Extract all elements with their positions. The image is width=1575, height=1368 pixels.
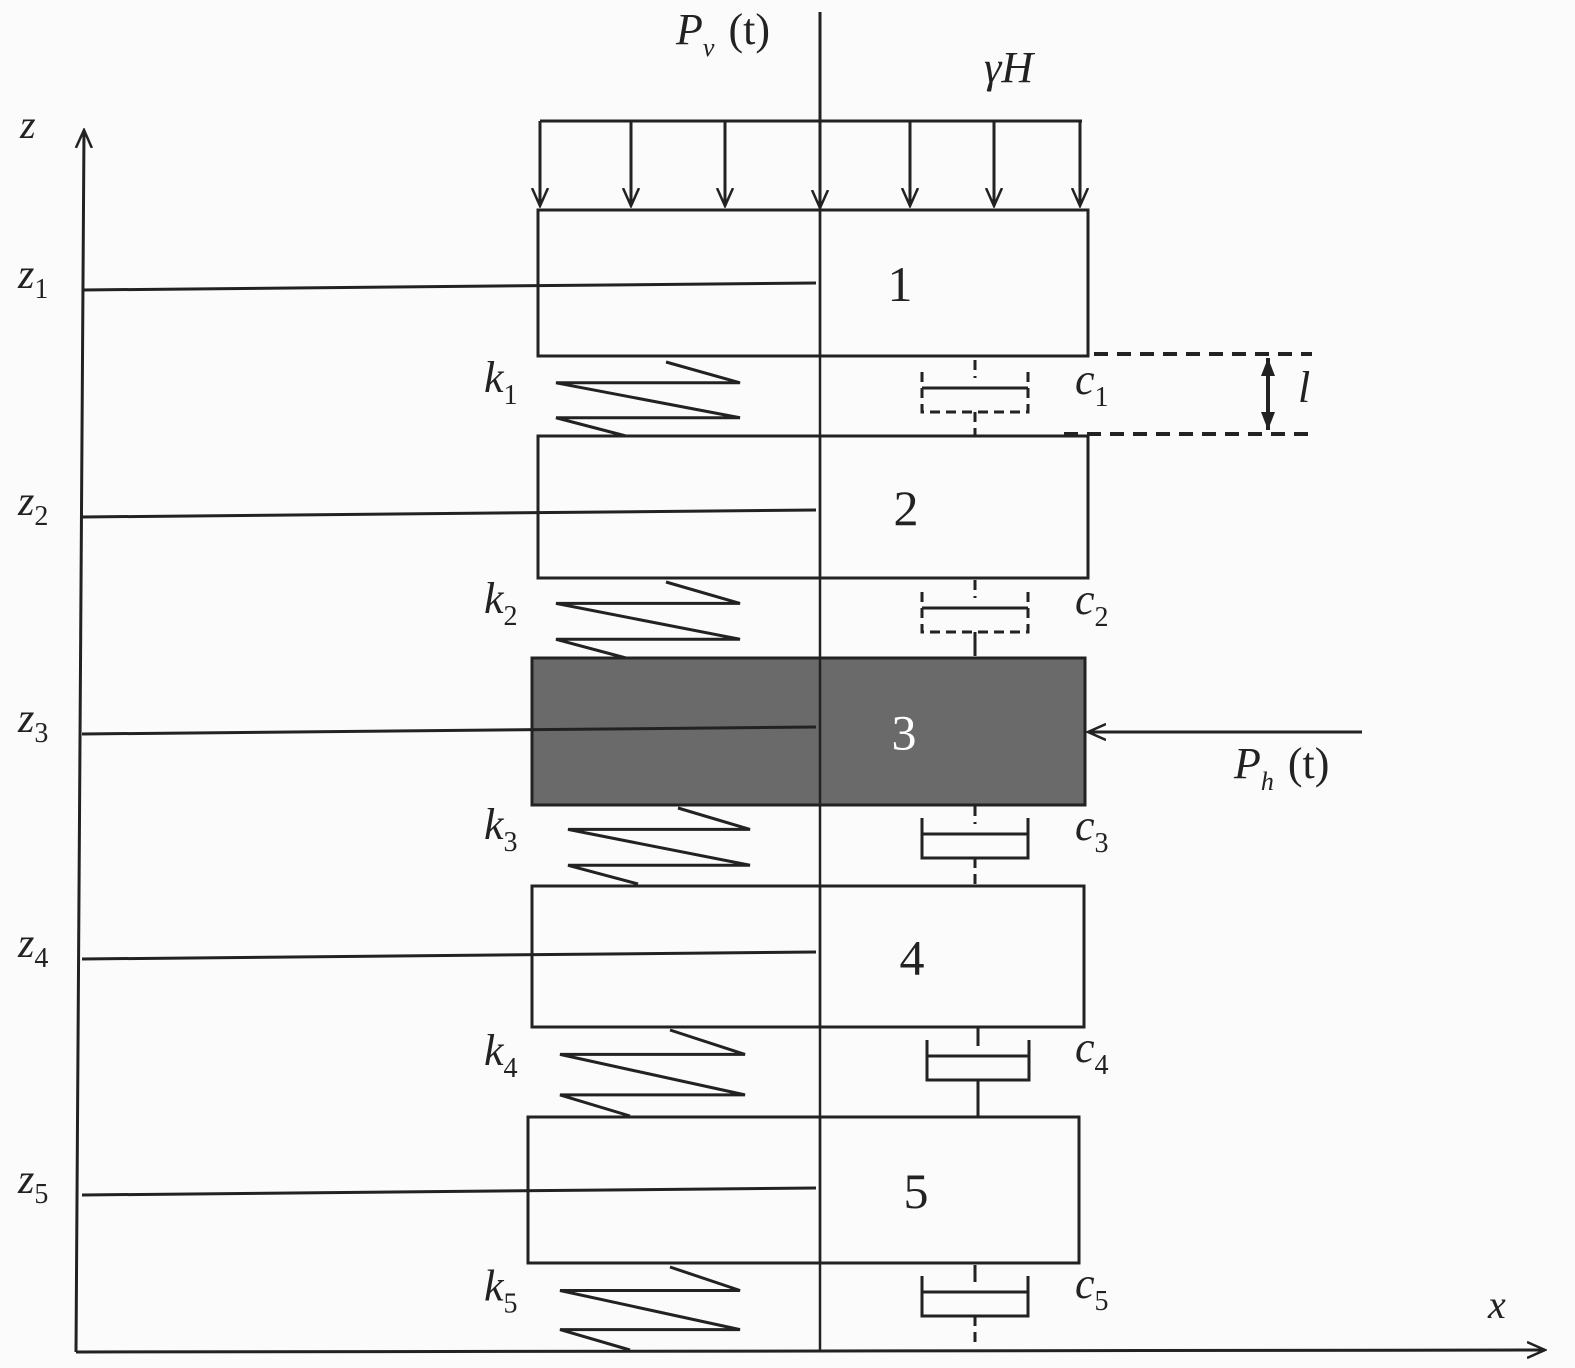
distributed-load-label: γH (984, 43, 1035, 92)
z-reference-line (81, 1186, 817, 1197)
spring-label: k4 (484, 1026, 518, 1084)
spring-2 (555, 580, 741, 660)
distributed-load-arrows (540, 121, 1080, 206)
z-reference-line (81, 508, 817, 519)
layers: 1 z1 k1 c1 2 z2 k2 c2 3 z3 k3 c3 4 z4 k4 c4 5 z5 k5 c5 (17, 208, 1109, 1352)
x-axis-label: x (1487, 1282, 1506, 1327)
spring-3 (567, 806, 751, 886)
z-reference-line (81, 725, 817, 736)
spring-label: k1 (484, 353, 518, 411)
mass-block-3 (530, 656, 1087, 807)
z-level-label: z2 (17, 479, 48, 532)
spring-1 (555, 360, 741, 438)
z-level-label: z1 (17, 252, 48, 305)
block-number: 3 (892, 705, 917, 761)
spring-label: k2 (484, 574, 518, 632)
mass-block-2 (536, 434, 1090, 580)
damper-cylinder (920, 372, 1030, 414)
damper-label: c2 (1075, 575, 1109, 633)
layer-5: 5 z5 k5 c5 (17, 1115, 1109, 1352)
damper-label: c3 (1075, 801, 1109, 859)
x-axis (75, 1350, 1545, 1352)
damper-label: c4 (1075, 1023, 1109, 1081)
z-axis (74, 130, 84, 1353)
layer-3: 3 z3 k3 c3 (17, 656, 1109, 886)
damper-label: c5 (1075, 1259, 1109, 1317)
spring-5 (559, 1265, 741, 1352)
block-number: 2 (894, 480, 919, 536)
spring-label: k5 (484, 1262, 518, 1320)
z-level-label: z5 (17, 1157, 48, 1210)
layer-1: 1 z1 k1 c1 (17, 208, 1109, 438)
block-number: 1 (888, 256, 913, 312)
gap-label: l (1298, 363, 1310, 412)
damper-cylinder (920, 592, 1030, 634)
z-axis-label: z (19, 102, 36, 147)
block-number: 4 (900, 930, 925, 986)
layer-2: 2 z2 k2 c2 (17, 434, 1109, 660)
layer-4: 4 z4 k4 c4 (17, 884, 1109, 1118)
vertical-load-label: Pv(t) (675, 5, 770, 62)
mass-block-1 (536, 208, 1090, 358)
spring-4 (559, 1028, 746, 1118)
z-reference-line (81, 950, 817, 961)
spring-label: k3 (484, 800, 518, 858)
horizontal-load-label: Ph(t) (1233, 739, 1329, 796)
mass-block-4 (530, 884, 1086, 1029)
z-level-label: z3 (17, 696, 48, 749)
z-reference-line (81, 281, 817, 292)
block-number: 5 (904, 1163, 929, 1219)
z-level-label: z4 (17, 921, 48, 974)
damper-label: c1 (1075, 355, 1109, 413)
